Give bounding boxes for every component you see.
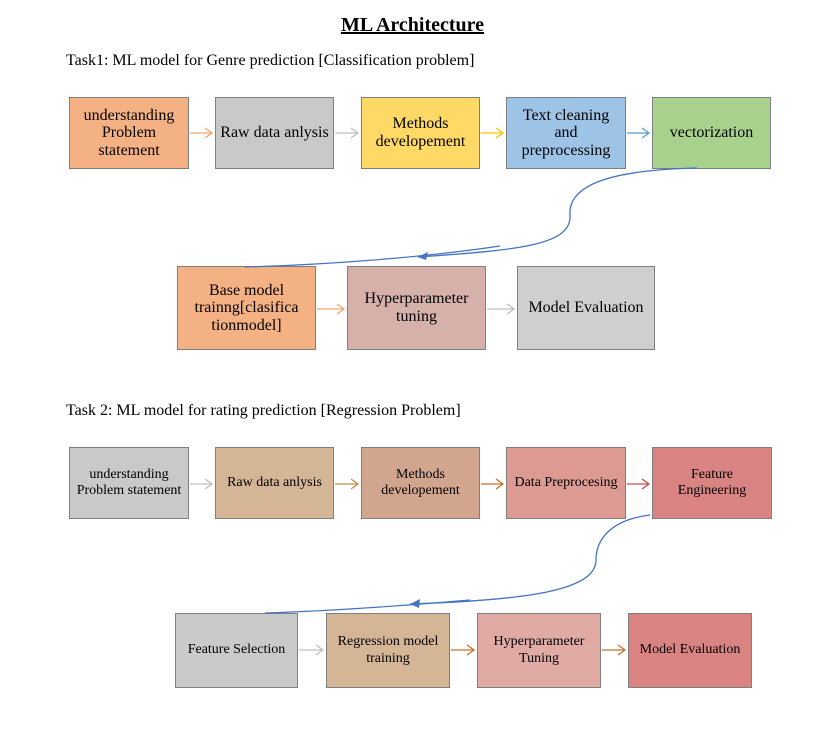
t1-raw-data-box: Raw data anlysis	[215, 97, 334, 169]
t1-model-evaluation-label: Model Evaluation	[528, 299, 644, 317]
t1-base-model-label: Base model trainng[clasifica tionmodel]	[194, 281, 299, 334]
t2-arrow-4	[627, 478, 651, 490]
t1-vectorization-box: vectorization	[652, 97, 771, 169]
t1-arrow-2	[335, 127, 360, 139]
t2-hyperparameter-label: Hyperparameter Tuning	[493, 634, 585, 666]
t2-model-evaluation-box: Model Evaluation	[628, 613, 752, 688]
t1-text-cleaning-box: Text cleaning and preprocessing	[506, 97, 626, 169]
t2-arrow-7	[602, 644, 627, 656]
t1-understanding-problem-box: understanding Problem statement	[69, 97, 189, 169]
t2-methods-label: Methods developement	[381, 466, 460, 498]
task1-heading: Task1: ML model for Genre prediction [Cl…	[66, 52, 475, 69]
t1-hyperparameter-label: Hyperparameter tuning	[364, 290, 469, 325]
t2-understanding-problem-box: understanding Problem statement	[69, 447, 189, 519]
t2-model-evaluation-label: Model Evaluation	[639, 642, 741, 658]
t1-understanding-problem-label: understanding Problem statement	[83, 106, 175, 159]
t2-arrow-5	[299, 644, 325, 656]
t2-regression-training-label: Regression model training	[337, 634, 439, 666]
t1-hyperparameter-box: Hyperparameter tuning	[347, 266, 486, 350]
t2-arrow-3	[481, 478, 505, 490]
t1-base-model-box: Base model trainng[clasifica tionmodel]	[177, 266, 316, 350]
t1-raw-data-label: Raw data anlysis	[220, 124, 329, 142]
t1-arrow-4	[627, 127, 651, 139]
t1-arrow-1	[190, 127, 214, 139]
t2-feature-selection-box: Feature Selection	[175, 613, 298, 688]
t1-arrow-5	[317, 303, 346, 315]
t2-curved-connector	[264, 514, 651, 614]
t2-raw-data-box: Raw data anlysis	[215, 447, 334, 519]
task2-heading: Task 2: ML model for rating prediction […	[66, 402, 461, 419]
t2-methods-box: Methods developement	[361, 447, 480, 519]
t2-hyperparameter-box: Hyperparameter Tuning	[477, 613, 601, 688]
t2-arrow-2	[335, 478, 360, 490]
t1-vectorization-label: vectorization	[669, 124, 754, 142]
t1-arrow-6	[487, 303, 516, 315]
t2-arrow-1	[190, 478, 214, 490]
t1-text-cleaning-label: Text cleaning and preprocessing	[521, 106, 611, 159]
t2-data-preprocessing-label: Data Preprocesing	[514, 474, 618, 490]
diagram-title: ML Architecture	[340, 14, 485, 36]
t2-data-preprocessing-box: Data Preprocesing	[506, 447, 626, 519]
t1-model-evaluation-box: Model Evaluation	[517, 266, 655, 350]
t2-feature-engineering-box: Feature Engineering	[652, 447, 772, 519]
t2-understanding-problem-label: understanding Problem statement	[76, 466, 182, 498]
t1-arrow-3	[481, 127, 505, 139]
t1-methods-box: Methods developement	[361, 97, 480, 169]
t2-regression-training-box: Regression model training	[326, 613, 450, 688]
t2-arrow-6	[451, 644, 476, 656]
t1-curved-connector	[244, 167, 698, 268]
t2-feature-selection-label: Feature Selection	[187, 642, 286, 658]
t2-feature-engineering-label: Feature Engineering	[677, 466, 747, 498]
t1-methods-label: Methods developement	[375, 115, 466, 150]
t2-raw-data-label: Raw data anlysis	[227, 474, 322, 490]
